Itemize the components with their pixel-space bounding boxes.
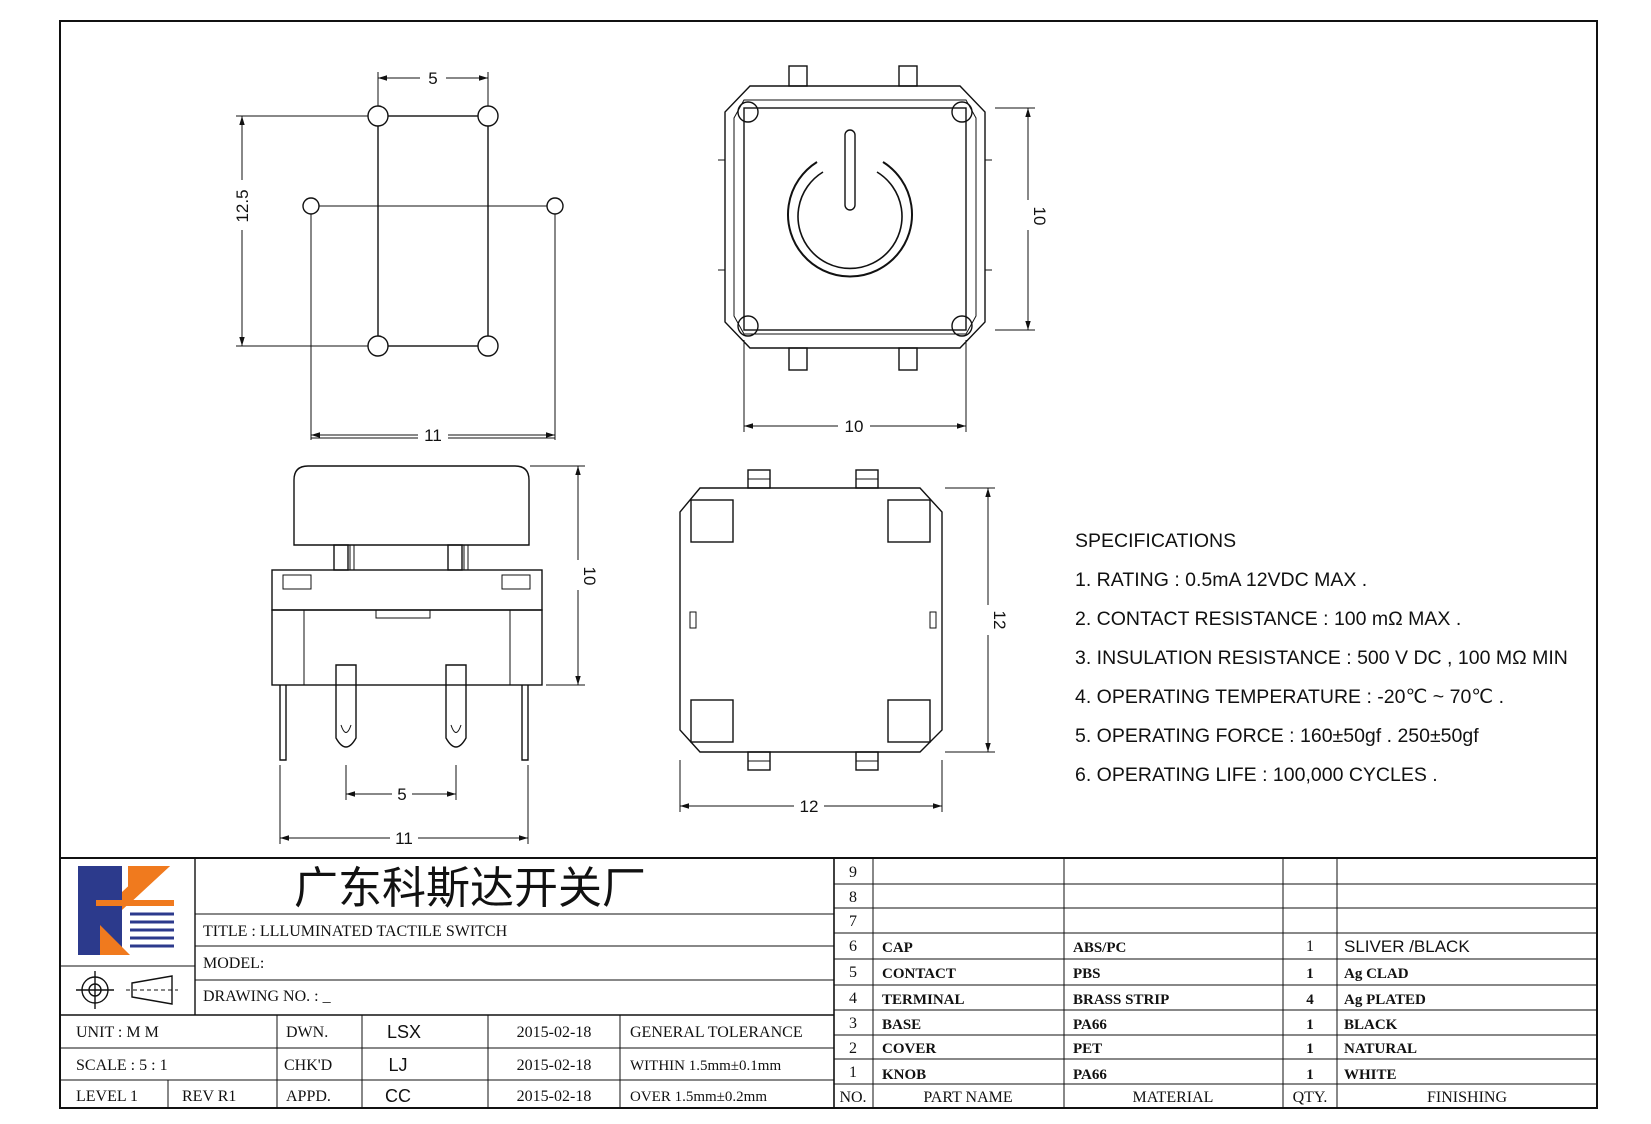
scale-field: SCALE : 5 : 1 [76, 1057, 168, 1074]
bom-header-part: PART NAME [923, 1089, 1012, 1106]
dim-width-11: 11 [424, 426, 442, 445]
rev-field: REV R1 [182, 1088, 236, 1105]
drawing-title: TITLE : LLLUMINATED TACTILE SWITCH [203, 923, 508, 940]
dim-bottom-width-12: 12 [800, 797, 819, 816]
spec-item: 6. OPERATING LIFE : 100,000 CYCLES . [1075, 764, 1438, 786]
bom-qty: 1 [1306, 938, 1314, 955]
bom-finishing: NATURAL [1344, 1041, 1417, 1057]
title-block [60, 857, 1597, 1108]
bottom-view [679, 469, 995, 812]
dim-top-height-10: 10 [1030, 207, 1049, 226]
general-tolerance: GENERAL TOLERANCE [630, 1024, 803, 1041]
appd-label: APPD. [286, 1088, 331, 1105]
bom-material: PBS [1073, 966, 1101, 982]
bom-part: COVER [882, 1041, 936, 1057]
bom-no: 2 [849, 1040, 857, 1057]
bom-material: PA66 [1073, 1017, 1107, 1033]
bom-material: PET [1073, 1041, 1102, 1057]
bom-no: 9 [849, 864, 857, 881]
bom-qty: 1 [1306, 1017, 1314, 1033]
tolerance-within: WITHIN 1.5mm±0.1mm [630, 1058, 781, 1074]
spec-item: 1. RATING : 0.5mA 12VDC MAX . [1075, 569, 1368, 591]
bom-part: BASE [882, 1017, 921, 1033]
bom-part: CAP [882, 940, 913, 956]
dim-side-width-11: 11 [395, 829, 413, 848]
sheet-frame [59, 20, 1598, 1109]
company-name: 广东科斯达开关厂 [294, 863, 646, 914]
spec-item: 5. OPERATING FORCE : 160±50gf . 250±50gf [1075, 725, 1479, 747]
bom-finishing: SLIVER /BLACK [1344, 937, 1470, 956]
bom-finishing: BLACK [1344, 1017, 1398, 1033]
bom-no: 4 [849, 990, 857, 1007]
appd-date: 2015-02-18 [517, 1088, 592, 1105]
dim-height-12-5: 12.5 [233, 189, 252, 222]
bom-finishing: WHITE [1344, 1067, 1397, 1083]
bom-no: 3 [849, 1015, 857, 1032]
bom-no: 5 [849, 964, 857, 981]
bom-no: 7 [849, 913, 857, 930]
spec-item: 2. CONTACT RESISTANCE : 100 mΩ MAX . [1075, 608, 1462, 630]
chkd-name: LJ [388, 1055, 407, 1075]
unit-field: UNIT : M M [76, 1024, 159, 1041]
appd-name: CC [385, 1086, 411, 1106]
bom-qty: 1 [1306, 1041, 1314, 1057]
bom-qty: 1 [1306, 1067, 1314, 1083]
tolerance-over: OVER 1.5mm±0.2mm [630, 1089, 767, 1105]
spec-item: 4. OPERATING TEMPERATURE : -20℃ ~ 70℃ . [1075, 686, 1505, 708]
bom-no: 8 [849, 889, 857, 906]
bom-header-no: NO. [839, 1089, 866, 1106]
spec-item: 3. INSULATION RESISTANCE : 500 V DC , 10… [1075, 647, 1568, 669]
chkd-date: 2015-02-18 [517, 1057, 592, 1074]
dwn-name: LSX [387, 1022, 421, 1042]
bom-no: 1 [849, 1064, 857, 1081]
projection-symbol-icon [76, 971, 178, 1009]
dim-top-width-10: 10 [845, 417, 864, 436]
bom-finishing: Ag CLAD [1344, 966, 1409, 982]
bom-qty: 4 [1306, 992, 1314, 1008]
level-field: LEVEL 1 [76, 1088, 138, 1105]
bom-table: 9 8 7 6 CAP ABS/PC 1 SLIVER /BLACK 5 CON… [839, 864, 1507, 1106]
dim-pitch-5: 5 [428, 69, 437, 88]
bom-qty: 1 [1306, 966, 1314, 982]
footprint-view [236, 72, 564, 440]
bom-part: CONTACT [882, 966, 956, 982]
dim-side-pitch-5: 5 [397, 785, 406, 804]
bom-material: BRASS STRIP [1073, 992, 1169, 1008]
bom-finishing: Ag PLATED [1344, 992, 1426, 1008]
bom-no: 6 [849, 938, 857, 955]
bom-header-qty: QTY. [1293, 1089, 1328, 1106]
drawing-number: DRAWING NO. : _ [203, 988, 332, 1005]
bom-header-finishing: FINISHING [1427, 1089, 1507, 1106]
bom-part: KNOB [882, 1067, 926, 1083]
company-logo [78, 866, 174, 955]
bom-material: PA66 [1073, 1067, 1107, 1083]
dim-bottom-height-12: 12 [990, 611, 1009, 630]
dwn-date: 2015-02-18 [517, 1024, 592, 1041]
bom-part: TERMINAL [882, 992, 965, 1008]
dwn-label: DWN. [286, 1024, 328, 1041]
chkd-label: CHK'D [284, 1057, 332, 1074]
model-field: MODEL: [203, 955, 264, 972]
bom-header-material: MATERIAL [1133, 1089, 1214, 1106]
specifications: SPECIFICATIONS 1. RATING : 0.5mA 12VDC M… [1075, 522, 1595, 795]
bom-material: ABS/PC [1073, 940, 1126, 956]
top-view [718, 65, 1035, 432]
dim-side-height-10: 10 [580, 567, 599, 586]
side-view [271, 465, 585, 844]
specifications-heading: SPECIFICATIONS [1075, 530, 1237, 552]
